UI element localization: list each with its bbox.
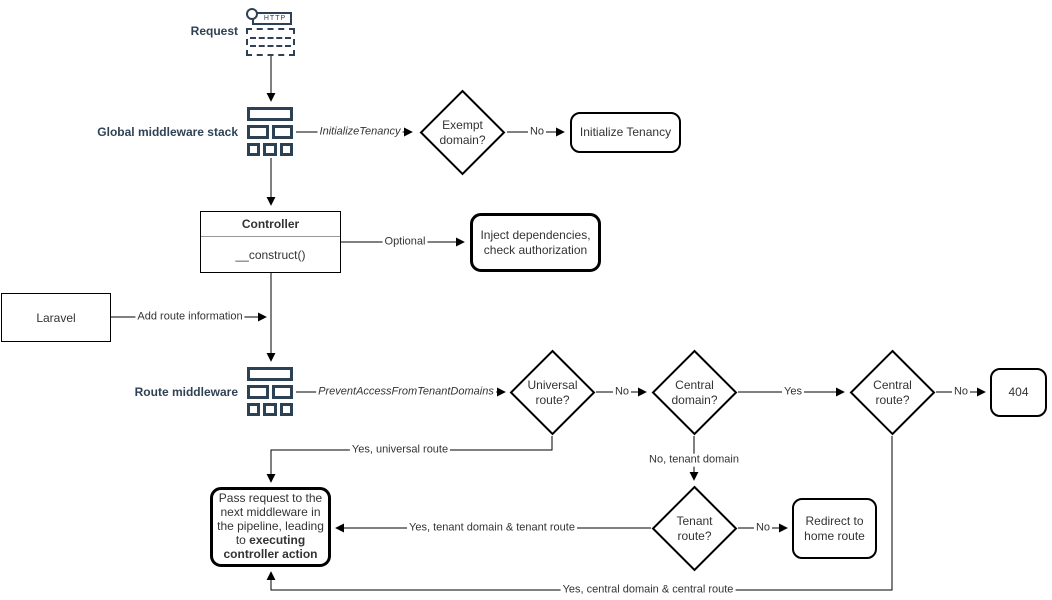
- edge-label-tenant-no: No: [753, 521, 773, 535]
- edge-label-universal-no: No: [612, 385, 632, 399]
- http-request-icon-circle: [246, 8, 258, 20]
- universal-route-label: Universal route?: [527, 378, 578, 407]
- diamond-outline: [651, 349, 738, 436]
- redirect-home-box: Redirect to home route: [792, 498, 877, 559]
- global-middleware-label: Global middleware stack: [97, 125, 238, 139]
- central-domain-label: Central domain?: [671, 378, 718, 407]
- edge-label-prevent-access: PreventAccessFromTenantDomains: [316, 385, 496, 399]
- exempt-domain-decision: Exempt domain?: [419, 89, 506, 176]
- inject-dependencies-label: Inject dependencies, check authorization: [480, 228, 591, 257]
- tenant-route-decision: Tenant route?: [651, 485, 738, 572]
- request-label: Request: [190, 24, 238, 38]
- diamond-outline: [509, 349, 596, 436]
- http-request-icon-body: [246, 28, 295, 56]
- edge-label-central-route-no: No: [951, 385, 971, 399]
- diamond-outline: [419, 89, 506, 176]
- edge-label-exempt-no: No: [527, 125, 547, 139]
- central-route-decision: Central route?: [849, 349, 936, 436]
- controller-method: __construct(): [201, 236, 340, 273]
- edge-label-central-domain-yes: Yes: [782, 385, 804, 399]
- diamond-outline: [849, 349, 936, 436]
- controller-box: Controller __construct(): [200, 211, 341, 273]
- middleware-stack-icon: [245, 367, 296, 418]
- exempt-domain-label: Exempt domain?: [439, 118, 486, 147]
- diamond-outline: [651, 485, 738, 572]
- edge-label-initialize-tenancy: InitializeTenancy: [317, 125, 403, 139]
- edge-label-central-route-yes: Yes, central domain & central route: [560, 583, 736, 597]
- pass-request-bold-text: executing controller action: [223, 532, 318, 561]
- central-domain-decision: Central domain?: [651, 349, 738, 436]
- http-request-icon-box: HTTP: [252, 12, 292, 25]
- middleware-stack-icon: [245, 107, 296, 158]
- redirect-home-label: Redirect to home route: [804, 514, 865, 543]
- not-found-box: 404: [990, 368, 1047, 417]
- edge-label-universal-yes: Yes, universal route: [349, 443, 451, 457]
- route-middleware-label: Route middleware: [134, 385, 238, 399]
- initialize-tenancy-box: Initialize Tenancy: [570, 112, 681, 153]
- inject-dependencies-box: Inject dependencies, check authorization: [470, 213, 601, 272]
- edge-label-optional: Optional: [382, 235, 428, 249]
- pass-request-box: Pass request to the next middleware in t…: [210, 487, 331, 567]
- controller-title: Controller: [241, 217, 300, 231]
- edge-label-tenant-yes: Yes, tenant domain & tenant route: [407, 521, 577, 535]
- edge-label-add-route-information: Add route information: [135, 310, 245, 324]
- tenant-route-label: Tenant route?: [676, 514, 713, 543]
- central-route-label: Central route?: [873, 378, 912, 407]
- http-request-icon: HTTP: [246, 8, 296, 56]
- universal-route-decision: Universal route?: [509, 349, 596, 436]
- laravel-box: Laravel: [1, 293, 111, 342]
- edge-label-central-domain-no: No, tenant domain: [647, 453, 741, 467]
- pass-request-text: Pass request to the next middleware in t…: [217, 491, 324, 547]
